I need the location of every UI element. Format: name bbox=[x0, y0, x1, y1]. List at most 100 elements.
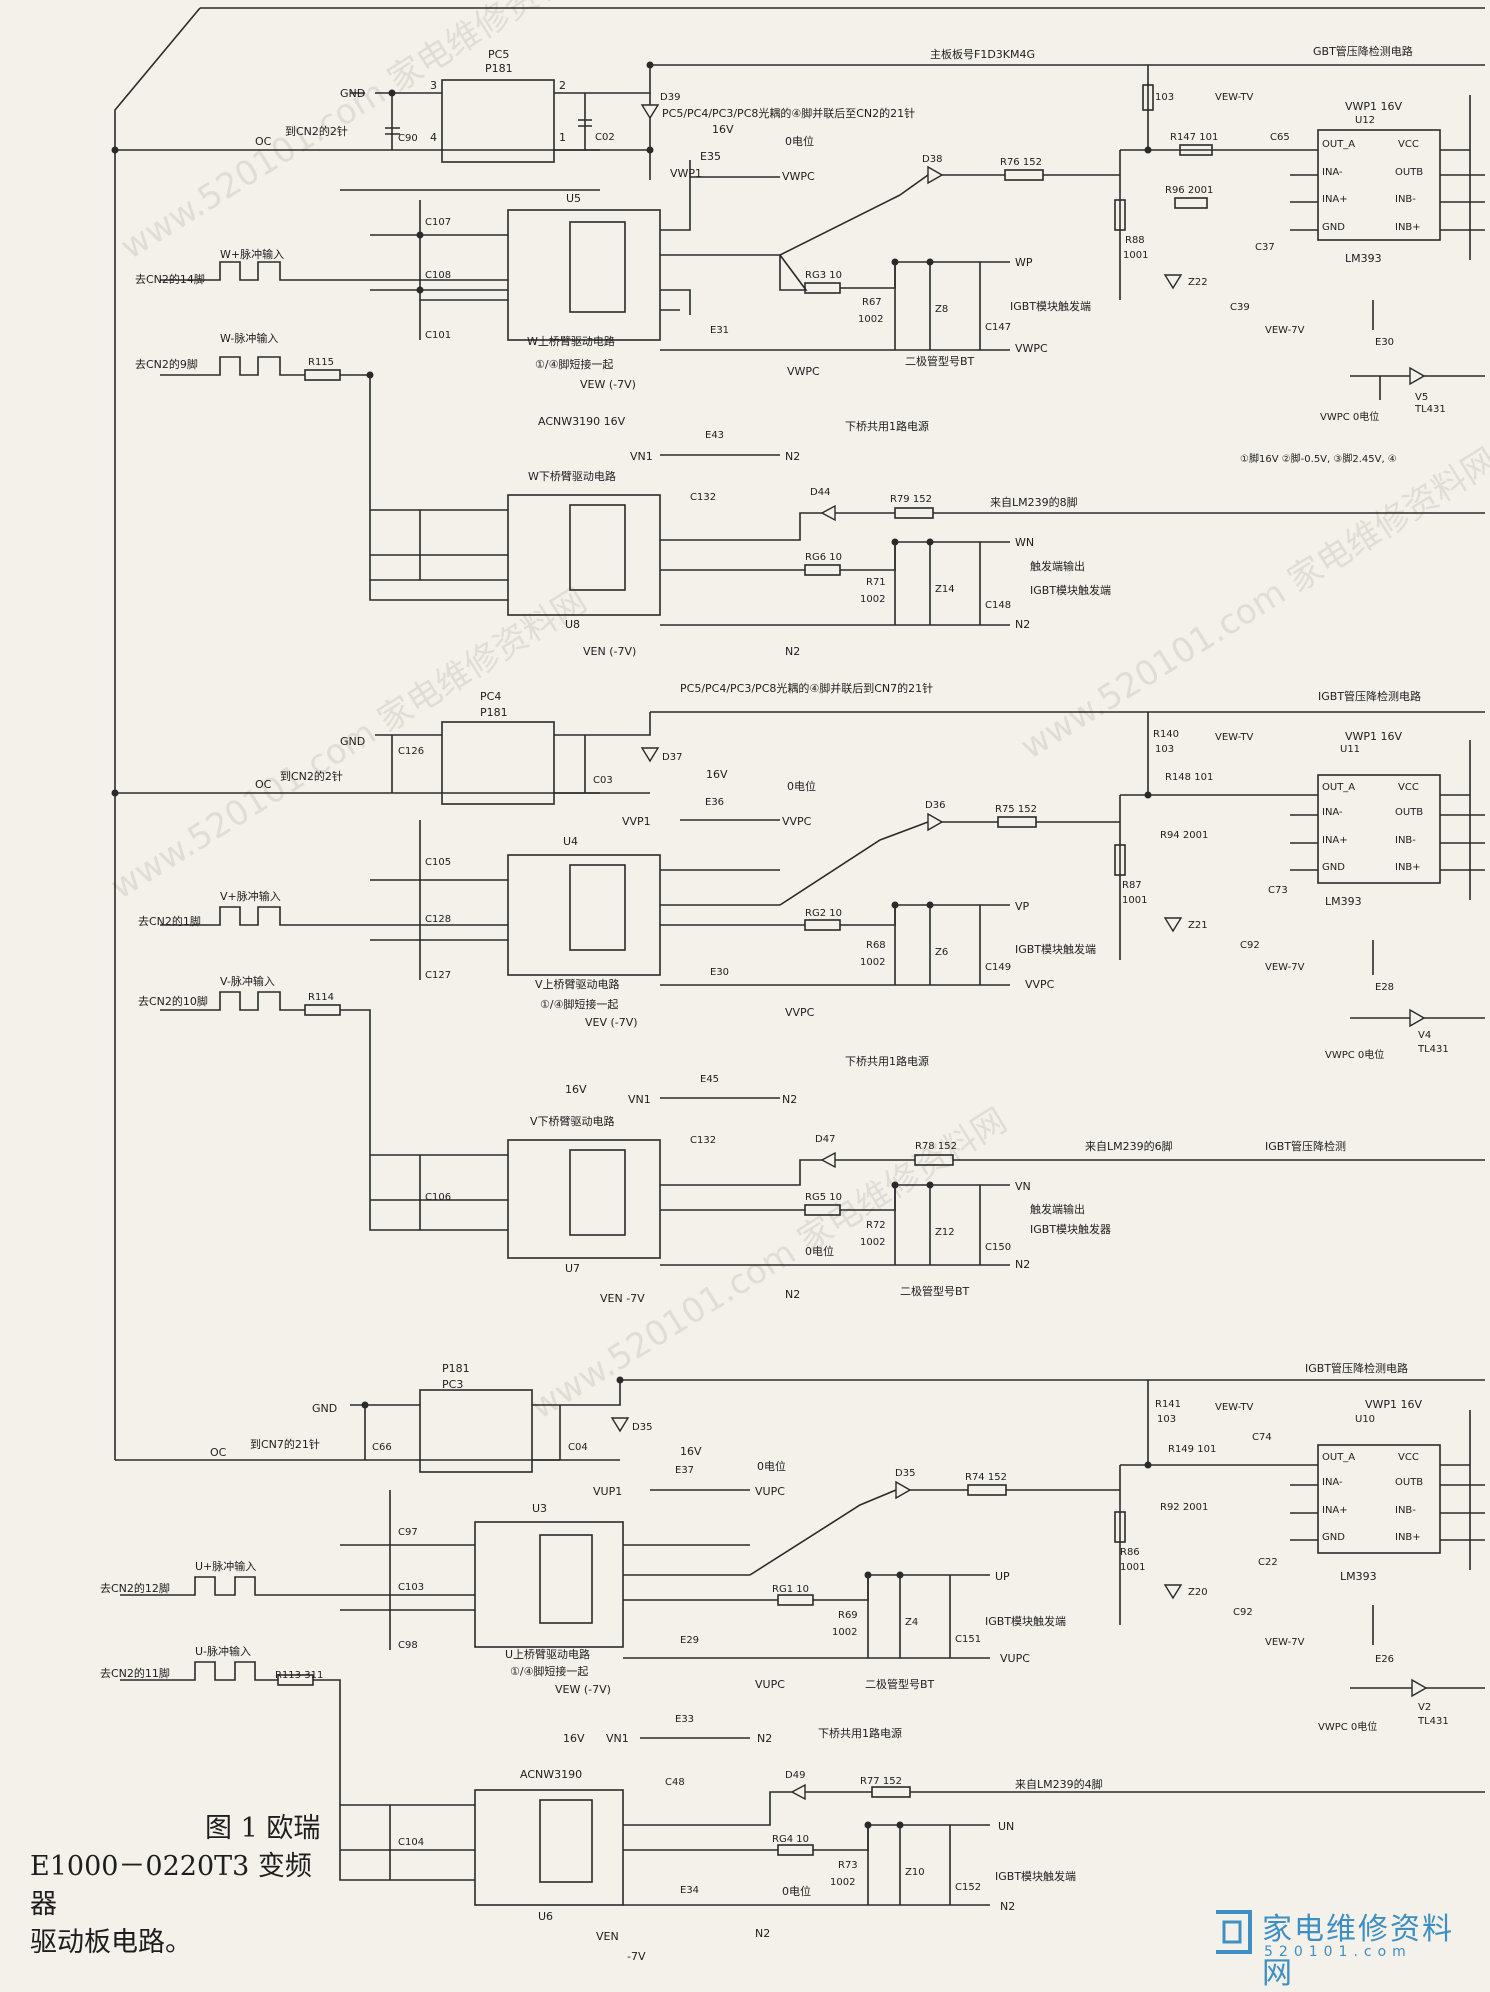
diode-type-w: 二极管型号BT bbox=[905, 354, 975, 368]
vwp1-16v-w: VWP1 16V bbox=[1345, 100, 1403, 113]
r114-label: R114 bbox=[308, 992, 334, 1003]
c03-label: C03 bbox=[593, 775, 613, 786]
cn2-12-label: 去CN2的12脚 bbox=[100, 1581, 170, 1595]
vvpc-bottom: VVPC bbox=[785, 1006, 815, 1019]
d39-diode bbox=[640, 104, 660, 120]
optocoupler-pc3 bbox=[419, 1389, 533, 1473]
c106-label: C106 bbox=[425, 1192, 451, 1203]
acnw-label: ACNW3190 16V bbox=[538, 415, 626, 428]
frame-lines bbox=[114, 7, 1485, 1461]
c39-label: C39 bbox=[1230, 302, 1250, 313]
v-up-label: V上桥臂驱动电路 bbox=[535, 978, 620, 991]
u4-label: U4 bbox=[563, 835, 578, 848]
r114 bbox=[304, 1004, 341, 1016]
r76-label: R76 152 bbox=[1000, 157, 1042, 168]
lm393-u-label: LM393 bbox=[1340, 1570, 1377, 1583]
w-up-label: W上桥臂驱动电路 bbox=[527, 335, 615, 348]
d38-diode bbox=[927, 165, 944, 185]
vupc-bottom: VUPC bbox=[755, 1678, 785, 1691]
r115-label: R115 bbox=[308, 357, 334, 368]
driver-u4 bbox=[507, 854, 661, 976]
zero-v2: 0电位 bbox=[805, 1244, 834, 1258]
rg5-label: RG5 10 bbox=[805, 1192, 842, 1203]
ina-m-u: INA- bbox=[1322, 1477, 1343, 1488]
ven3-label: VEN bbox=[596, 1930, 619, 1943]
rg2 bbox=[804, 919, 841, 931]
vev-label: VEV (-7V) bbox=[585, 1016, 638, 1029]
r149-label: R149 101 bbox=[1168, 1444, 1216, 1455]
vwpc-0-v: VWPC 0电位 bbox=[1325, 1048, 1384, 1061]
e33-label: E33 bbox=[675, 1714, 694, 1725]
igbt-trig-dev: IGBT模块触发器 bbox=[1030, 1222, 1111, 1236]
n2-v-2: N2 bbox=[1015, 1258, 1030, 1271]
from-6-label: 来自LM239的6脚 bbox=[1085, 1139, 1173, 1153]
c104-label: C104 bbox=[398, 1837, 424, 1848]
vn1-v-label: VN1 bbox=[628, 1093, 651, 1106]
z8-label: Z8 bbox=[935, 304, 948, 315]
gnd-v: GND bbox=[1322, 862, 1345, 873]
n2-v-3: N2 bbox=[785, 1288, 800, 1301]
r72-label: R72 bbox=[866, 1220, 886, 1231]
driver-u8 bbox=[507, 494, 661, 616]
rg4 bbox=[777, 1844, 814, 1856]
tl431-w: TL431 bbox=[1414, 404, 1446, 415]
r79-label: R79 152 bbox=[890, 494, 932, 505]
rg1 bbox=[777, 1594, 814, 1606]
diode-type-v: 二极管型号BT bbox=[900, 1284, 970, 1298]
d44-diode bbox=[820, 504, 836, 522]
lower-supply-v: 下桥共用1路电源 bbox=[845, 1054, 929, 1068]
vcc-w: VCC bbox=[1398, 139, 1419, 150]
vvpc-out: VVPC bbox=[1025, 978, 1055, 991]
r88-label: R88 bbox=[1125, 235, 1145, 246]
opto-note: PC5/PC4/PC3/PC8光耦的④脚并联后至CN2的21针 bbox=[662, 106, 915, 120]
r71-value: 1002 bbox=[860, 594, 885, 605]
r96-label: R96 2001 bbox=[1165, 185, 1213, 196]
d35-label: D35 bbox=[632, 1422, 652, 1433]
v16-u-label: 16V bbox=[680, 1445, 702, 1458]
w-minus-label: W-脉冲输入 bbox=[220, 331, 278, 345]
v2-tl431 bbox=[1411, 1678, 1428, 1698]
gnd-w: GND bbox=[1322, 222, 1345, 233]
ina-p-v: INA+ bbox=[1322, 835, 1348, 846]
rg6 bbox=[804, 564, 841, 576]
d49-label: D49 bbox=[785, 1770, 805, 1781]
figure-caption: 图 1 欧瑞 E1000－0220T3 变频器 驱动板电路。 bbox=[30, 1810, 330, 1962]
u3-label: U3 bbox=[532, 1502, 547, 1515]
igbt-trig-un: IGBT模块触发端 bbox=[995, 1869, 1076, 1883]
d37-label: D37 bbox=[662, 752, 682, 763]
c90-label: C90 bbox=[398, 133, 418, 144]
r68-value: 1002 bbox=[860, 957, 885, 968]
c151-label: C151 bbox=[955, 1634, 981, 1645]
vew-7v-w: VEW-7V bbox=[1265, 325, 1305, 336]
pin3: 3 bbox=[430, 79, 437, 92]
pin1: 1 bbox=[559, 131, 566, 144]
u11-label: U11 bbox=[1340, 744, 1360, 755]
trig-out-v: 触发端输出 bbox=[1030, 1202, 1085, 1216]
r74 bbox=[967, 1484, 1007, 1496]
e36-label: E36 bbox=[705, 797, 724, 808]
w-plus-label: W+脉冲输入 bbox=[220, 247, 284, 261]
vwp1-16v-u: VWP1 16V bbox=[1365, 1398, 1423, 1411]
c108-label: C108 bbox=[425, 270, 451, 281]
e34-label: E34 bbox=[680, 1885, 699, 1896]
vew-tv-w: VEW-TV bbox=[1215, 92, 1253, 103]
oc-v-label: OC bbox=[255, 778, 272, 791]
r69-value: 1002 bbox=[832, 1627, 857, 1638]
v4-tl431 bbox=[1409, 1008, 1426, 1028]
e26-label: E26 bbox=[1375, 1654, 1394, 1665]
vvpc-label: VVPC bbox=[782, 815, 812, 828]
r68-label: R68 bbox=[866, 940, 886, 951]
d38-label: D38 bbox=[922, 154, 942, 165]
c147-label: C147 bbox=[985, 322, 1011, 333]
ven-label: VEN (-7V) bbox=[583, 645, 636, 658]
r71-label: R71 bbox=[866, 577, 886, 588]
lm393-v-label: LM393 bbox=[1325, 895, 1362, 908]
optocoupler-pc4 bbox=[441, 721, 555, 805]
site-logo: 家电维修资料网 520101.com bbox=[1210, 1900, 1480, 1991]
c132-label: C132 bbox=[690, 492, 716, 503]
c02-label: C02 bbox=[595, 132, 615, 143]
lm393-u11 bbox=[1317, 774, 1441, 884]
v-plus-label: V+脉冲输入 bbox=[220, 889, 281, 903]
v16-un-label: 16V bbox=[563, 1732, 585, 1745]
